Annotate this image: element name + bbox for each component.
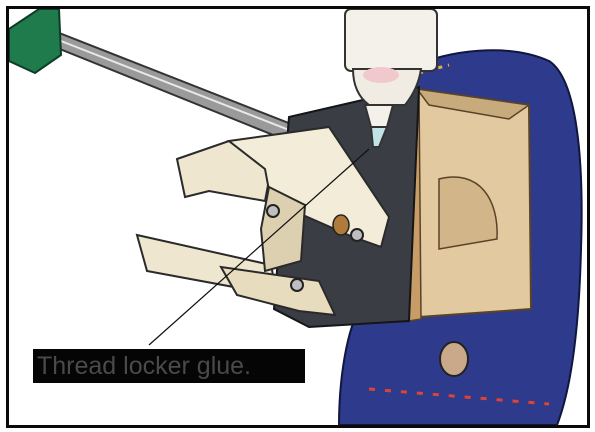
screwdriver	[9, 9, 309, 147]
bottle-body	[345, 9, 437, 71]
bolt	[267, 205, 279, 217]
bolt	[291, 279, 303, 291]
fuselage-hole	[440, 342, 468, 376]
callout-label: Thread locker glue.	[33, 349, 305, 383]
bolt	[351, 229, 363, 241]
illustration-frame: Thread locker glue.	[6, 6, 590, 428]
screwdriver-handle	[9, 9, 61, 73]
